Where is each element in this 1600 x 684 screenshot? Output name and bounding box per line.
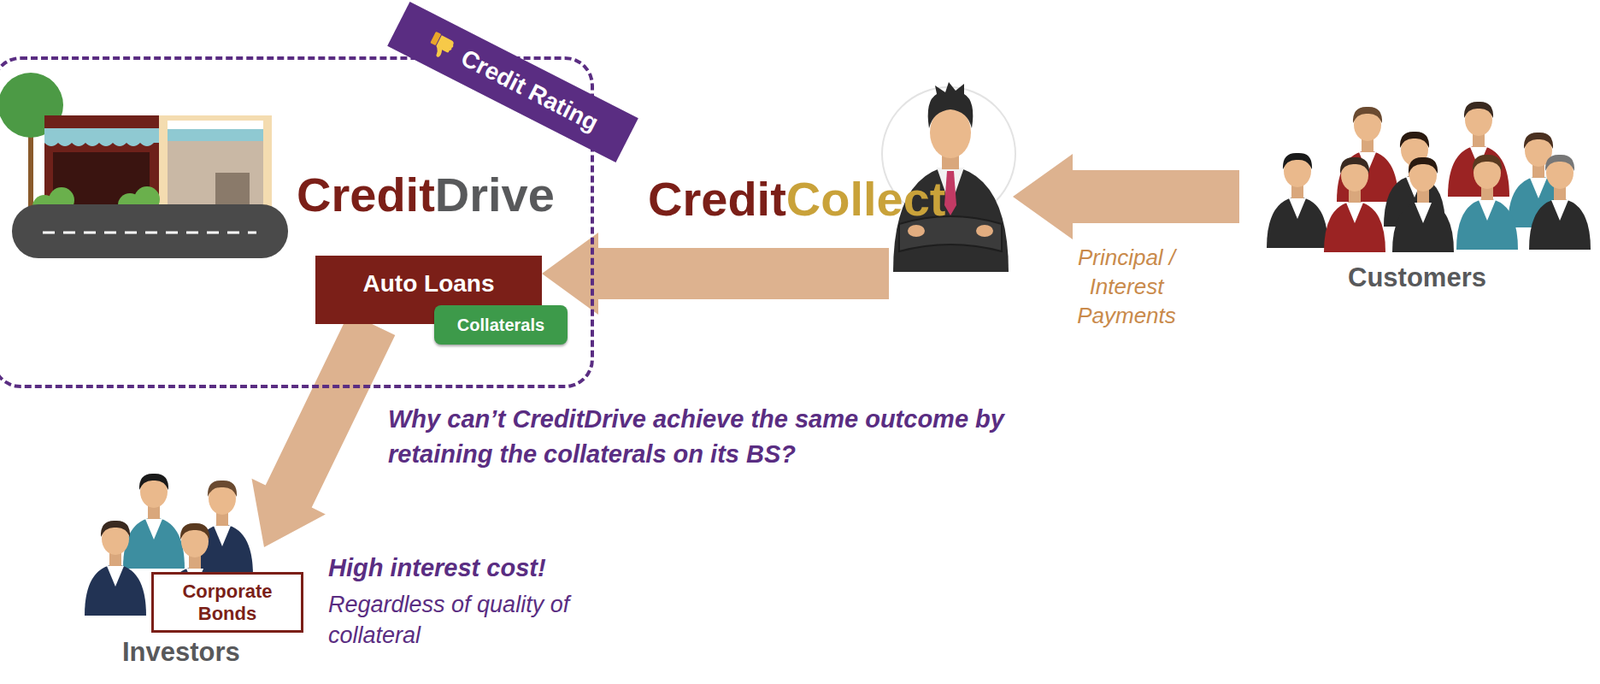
group-label: Investors [122, 637, 241, 667]
customer-group: Customers [1239, 94, 1595, 300]
tag-label: Collaterals [457, 315, 545, 335]
hair [928, 82, 974, 129]
company-name: CreditCollect [647, 175, 947, 224]
note: Regardless of quality of collateral [328, 589, 619, 652]
shop-door [215, 172, 250, 210]
awning-scallop [44, 142, 154, 147]
shop-front [167, 141, 264, 210]
hand [976, 224, 994, 237]
rating-banner: Credit Rating [387, 1, 639, 163]
road-marking [42, 231, 257, 235]
emphasis-note: High interest cost! [328, 553, 547, 583]
group-label: Customers [1239, 263, 1595, 293]
tie [944, 170, 957, 216]
shop-right [158, 115, 272, 210]
bond-box: Corporate Bonds [151, 571, 304, 633]
investor-group: Investors Corporate Bonds [72, 547, 312, 676]
collateral-tag: Collaterals [434, 305, 568, 345]
question-note: Why can’t CreditDrive achieve the same o… [388, 401, 1064, 471]
flow-arrow [1012, 153, 1240, 240]
servicer-figure: CreditCollect [888, 81, 1013, 272]
flow-arrow [252, 312, 396, 548]
awning [167, 129, 264, 142]
person [1529, 154, 1591, 250]
thumbs-down-icon [423, 27, 460, 65]
person [1266, 152, 1329, 248]
person [1323, 157, 1386, 253]
store-illustration [0, 72, 289, 259]
sign-band [167, 120, 264, 130]
road [11, 204, 289, 259]
customer-figures [1266, 101, 1591, 253]
box-label: Auto Loans [363, 270, 495, 298]
flow-label: Principal / Interest Payments [1053, 243, 1200, 330]
person [1392, 157, 1454, 253]
awning [44, 128, 159, 143]
person [84, 520, 147, 616]
asset-box: Auto LoansCollaterals [315, 255, 542, 324]
box-label: Corporate Bonds [163, 580, 292, 624]
person [123, 473, 185, 569]
person [1456, 154, 1518, 250]
company-name: CreditDrive [296, 170, 555, 219]
hand [907, 224, 925, 237]
